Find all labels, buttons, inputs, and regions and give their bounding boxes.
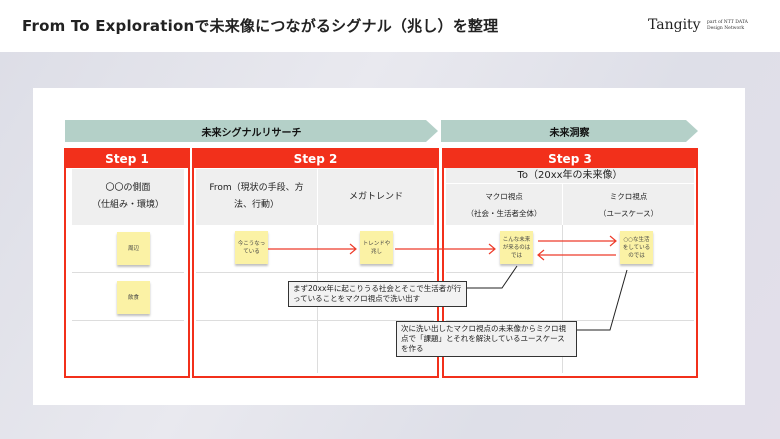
sticky-note[interactable]: 周辺 (117, 232, 150, 265)
row-divider (72, 272, 184, 273)
step-2-from-header: From（現状の手段、方 法、行動） (196, 169, 317, 225)
sticky-note[interactable]: ○○な生活をしているのでは (620, 231, 653, 264)
sticky-note[interactable]: 今こうなっている (235, 231, 268, 264)
from-header-line-1: From（現状の手段、方 (209, 183, 304, 193)
sticky-note[interactable]: 飲食 (117, 281, 150, 314)
step-1-header-line-1: 〇〇の側面 (105, 183, 151, 193)
arrow-right-icon (538, 235, 617, 247)
callout-leader-line (576, 269, 628, 331)
row-divider (446, 272, 694, 273)
macro-view-header: マクロ視点 （社会・生活者全体） (446, 184, 562, 225)
step-2-megatrend-header: メガトレンド (318, 169, 434, 225)
sticky-note[interactable]: こんな未来が来るのはでは (500, 231, 533, 264)
sticky-note[interactable]: トレンドや兆し (360, 231, 393, 264)
from-header-line-2: 法、行動） (233, 200, 279, 210)
row-divider (72, 320, 184, 321)
row-divider (446, 320, 694, 321)
arrow-left-icon (537, 249, 616, 261)
step-3-to-header: To（20xx年の未来像） (446, 168, 694, 183)
micro-header-line-1: ミクロ視点 (609, 191, 648, 201)
macro-header-line-2: （社会・生活者全体） (466, 208, 542, 218)
macro-header-line-1: マクロ視点 (485, 191, 523, 201)
logo-sub-line-2: Design Network (707, 25, 745, 31)
arrow-right-icon (268, 243, 357, 255)
micro-view-header: ミクロ視点 （ユースケース） (563, 184, 694, 225)
logo-sub-line-1: part of NTT DATA (707, 20, 748, 25)
micro-header-line-2: （ユースケース） (598, 208, 659, 218)
step-3-label: Step 3 (444, 150, 696, 168)
step-2-label: Step 2 (194, 150, 437, 168)
row-divider (196, 272, 434, 273)
step-1-header-line-2: （仕組み・環境） (91, 200, 164, 210)
col-divider (562, 225, 563, 373)
page-title: From To Explorationで未来像につながるシグナル（兆し）を整理 (22, 17, 499, 35)
callout-macro: まず20xx年に起こりうる社会とそこで生活者が行っていることをマクロ視点で洗い出… (288, 281, 467, 307)
step-1-header: 〇〇の側面 （仕組み・環境） (72, 169, 184, 225)
arrow-right-icon (395, 243, 496, 255)
callout-micro: 次に洗い出したマクロ視点の未来像からミクロ視点で「課題」とそれを解決しているユー… (396, 321, 577, 357)
callout-leader-line (466, 265, 518, 289)
phase-future-signal-research: 未来シグナルリサーチ (65, 120, 438, 142)
phase-future-insight: 未来洞察 (441, 120, 698, 142)
tangity-logo: Tangity (648, 17, 701, 33)
header-bar: From To Explorationで未来像につながるシグナル（兆し）を整理 … (0, 0, 780, 52)
step-1-label: Step 1 (66, 150, 188, 168)
row-divider (196, 320, 434, 321)
